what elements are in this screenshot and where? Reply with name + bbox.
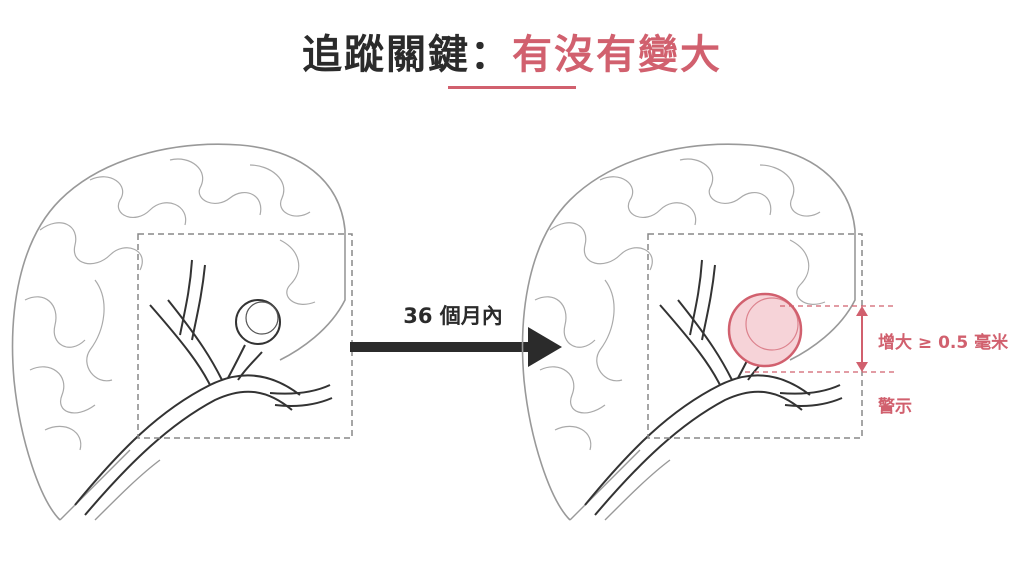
brain-after-illustration — [521, 143, 895, 521]
title-underline — [448, 86, 576, 89]
progress-arrow-icon — [350, 327, 562, 367]
title-accent: 有沒有變大 — [512, 32, 722, 78]
page-title: 追蹤關鍵：有沒有變大 — [0, 22, 1024, 80]
timeframe-label: 36 個月內 — [403, 304, 503, 328]
growth-threshold-label: 增大 ≥ 0.5 毫米 — [878, 333, 1009, 353]
measure-arrow-icon — [856, 306, 868, 372]
title-main: 追蹤關鍵： — [302, 32, 512, 78]
focus-box-before — [137, 233, 353, 439]
warning-label: 警示 — [878, 397, 912, 417]
brain-before-illustration — [11, 143, 353, 521]
